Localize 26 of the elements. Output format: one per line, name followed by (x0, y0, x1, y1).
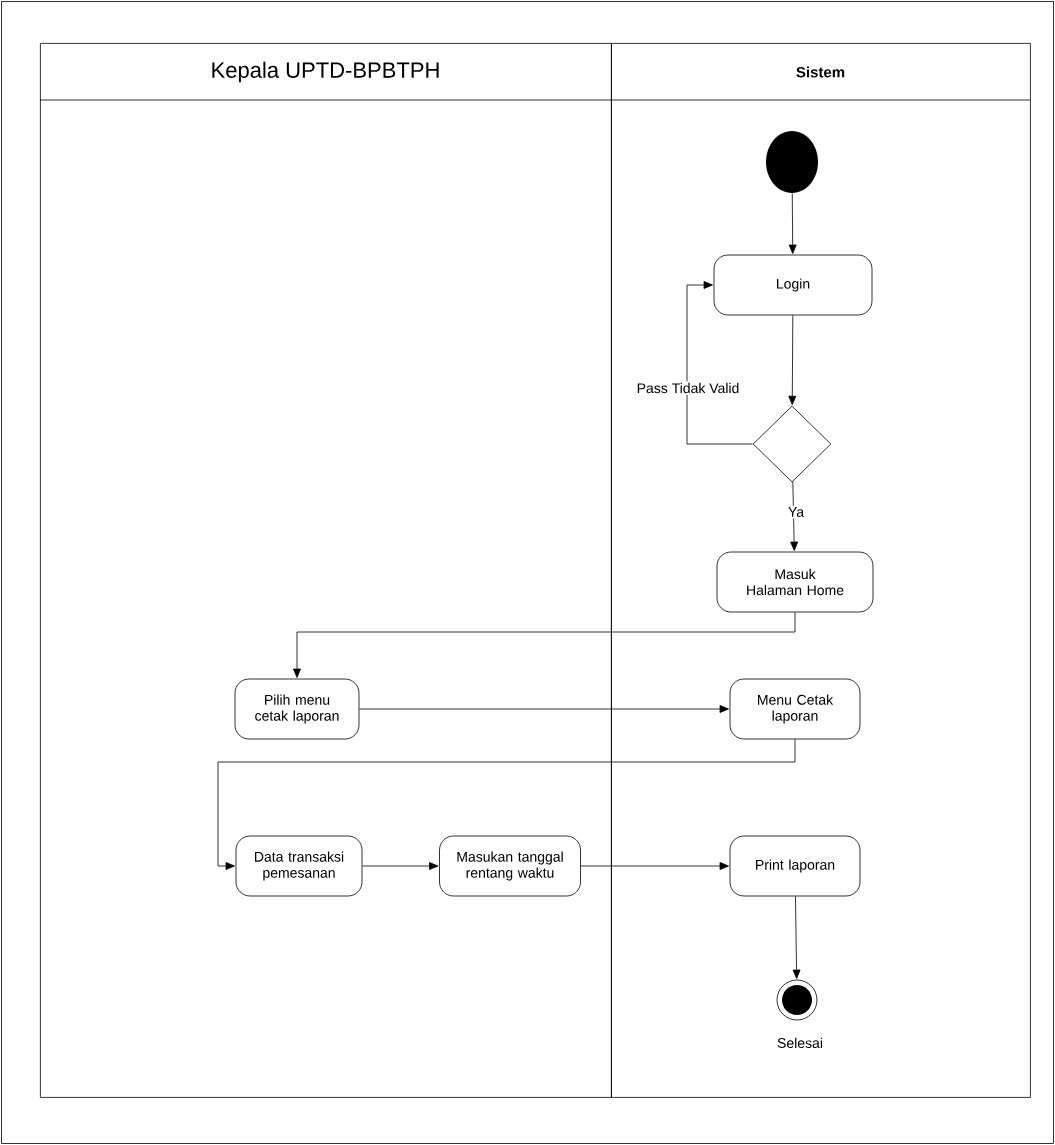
arrow (293, 612, 796, 678)
activity-box: Menu Cetak laporan (729, 678, 861, 740)
arrow (362, 862, 439, 870)
edge-label: Ya (786, 505, 806, 519)
activity-box: Data transaksi pemesanan (235, 835, 363, 897)
swimlane (39, 43, 612, 1098)
arrow (686, 281, 753, 445)
activity-box: Login (713, 254, 873, 316)
lane-title: Sistem (796, 66, 845, 78)
arrow (359, 705, 729, 713)
activity-box: Pilih menu cetak laporan (234, 678, 360, 740)
activity-box: Print laporan (729, 835, 861, 897)
activity-box: Masuk Halaman Home (716, 551, 874, 613)
start-dot (766, 131, 818, 193)
activity-box: Masukan tanggal rentang waktu (439, 835, 581, 897)
node-caption: Selesai (777, 1037, 822, 1049)
arrow (788, 315, 797, 406)
swimlane (610, 43, 1031, 1098)
arrow (217, 739, 796, 870)
arrow (790, 481, 799, 551)
arrow (788, 193, 797, 254)
lane-title: Kepala UPTD-BPBTPH (212, 61, 439, 83)
edge-label: Pass Tidak Valid (635, 381, 741, 395)
arrow (580, 862, 729, 870)
arrow (792, 896, 801, 979)
decision-diamond (752, 405, 832, 483)
